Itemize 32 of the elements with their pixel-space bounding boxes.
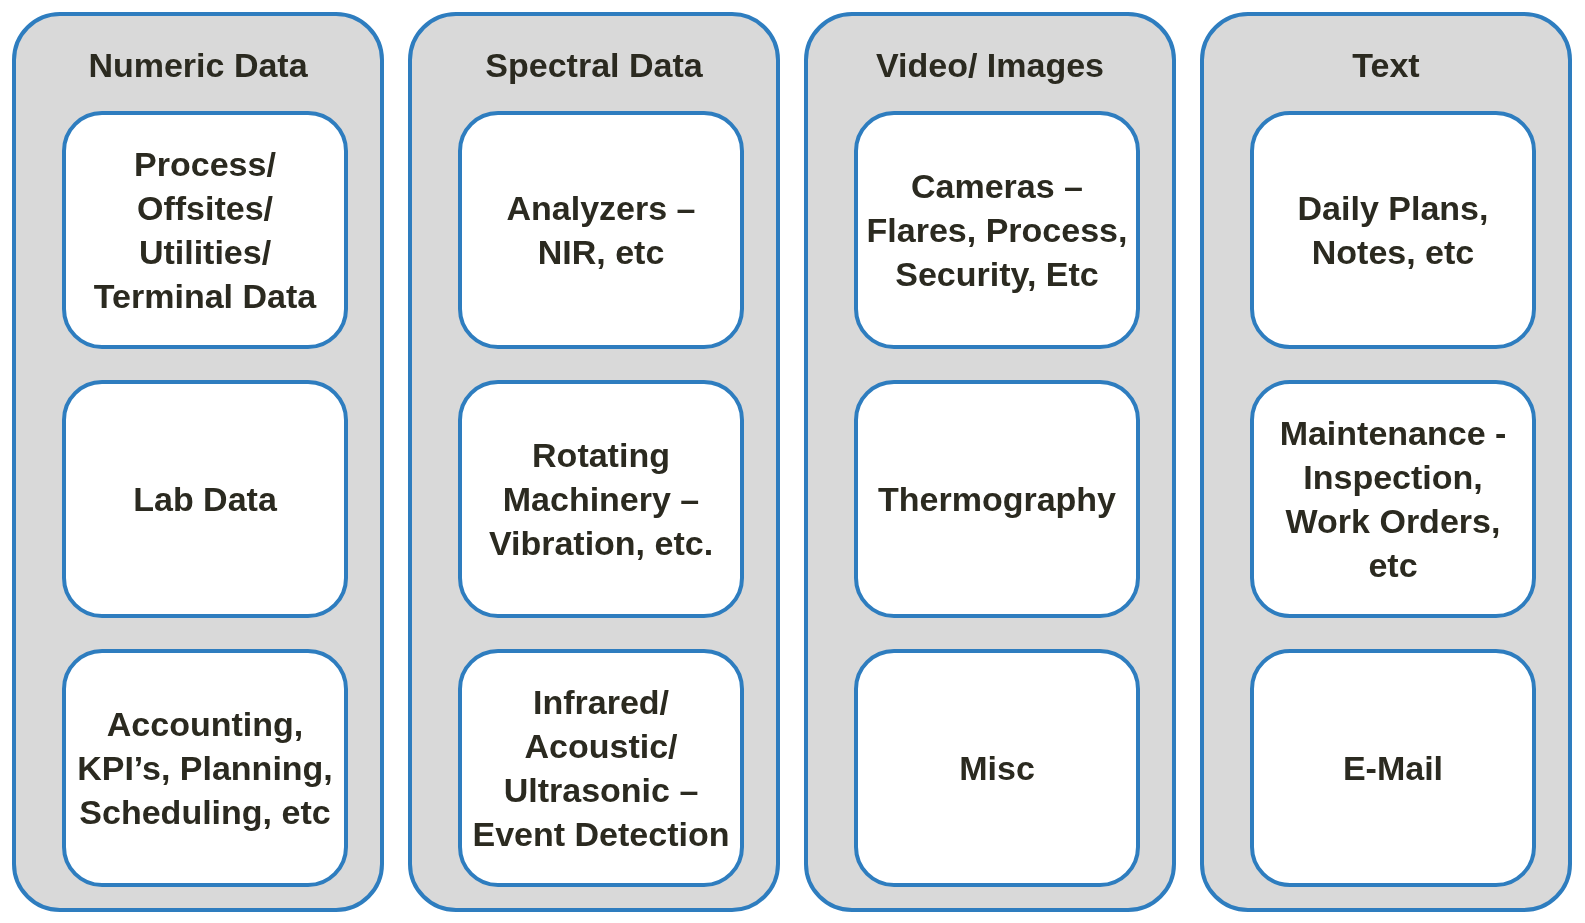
card-label: Rotating Machinery – Vibration, etc. xyxy=(487,435,715,564)
panel-heading: Video/ Images xyxy=(875,46,1105,85)
data-source-card xyxy=(854,111,1140,349)
card-label: E-Mail xyxy=(1341,748,1445,789)
card-label: Process/ Offsites/ Utilities/ Terminal Data xyxy=(92,144,318,317)
panel-heading: Numeric Data xyxy=(87,46,309,85)
data-source-card xyxy=(458,111,744,349)
category-panel xyxy=(804,12,1176,912)
data-source-card xyxy=(854,380,1140,618)
card-label: Maintenance - Inspection, Work Orders, etc xyxy=(1278,413,1508,586)
category-panel xyxy=(408,12,780,912)
card-label: Accounting, KPI’s, Planning, Scheduling, etc xyxy=(76,704,334,833)
card-label: Lab Data xyxy=(132,479,278,520)
data-source-card xyxy=(458,649,744,887)
category-panel xyxy=(1200,12,1572,912)
category-panel xyxy=(12,12,384,912)
card-label: Infrared/ Acoustic/ Ultrasonic – Event Detection xyxy=(471,682,731,855)
panel-heading: Text xyxy=(1351,46,1421,85)
data-source-card xyxy=(62,649,348,887)
card-label: Daily Plans, Notes, etc xyxy=(1296,188,1490,273)
card-label: Misc xyxy=(958,748,1036,789)
data-source-card xyxy=(854,649,1140,887)
data-source-card xyxy=(62,111,348,349)
panel-heading: Spectral Data xyxy=(484,46,704,85)
data-source-card xyxy=(1250,380,1536,618)
card-label: Thermography xyxy=(876,479,1117,520)
data-source-card xyxy=(62,380,348,618)
data-source-card xyxy=(1250,649,1536,887)
data-source-card xyxy=(1250,111,1536,349)
data-source-card xyxy=(458,380,744,618)
card-label: Analyzers – NIR, etc xyxy=(505,188,697,273)
card-label: Cameras – Flares, Process, Security, Etc xyxy=(865,166,1129,295)
